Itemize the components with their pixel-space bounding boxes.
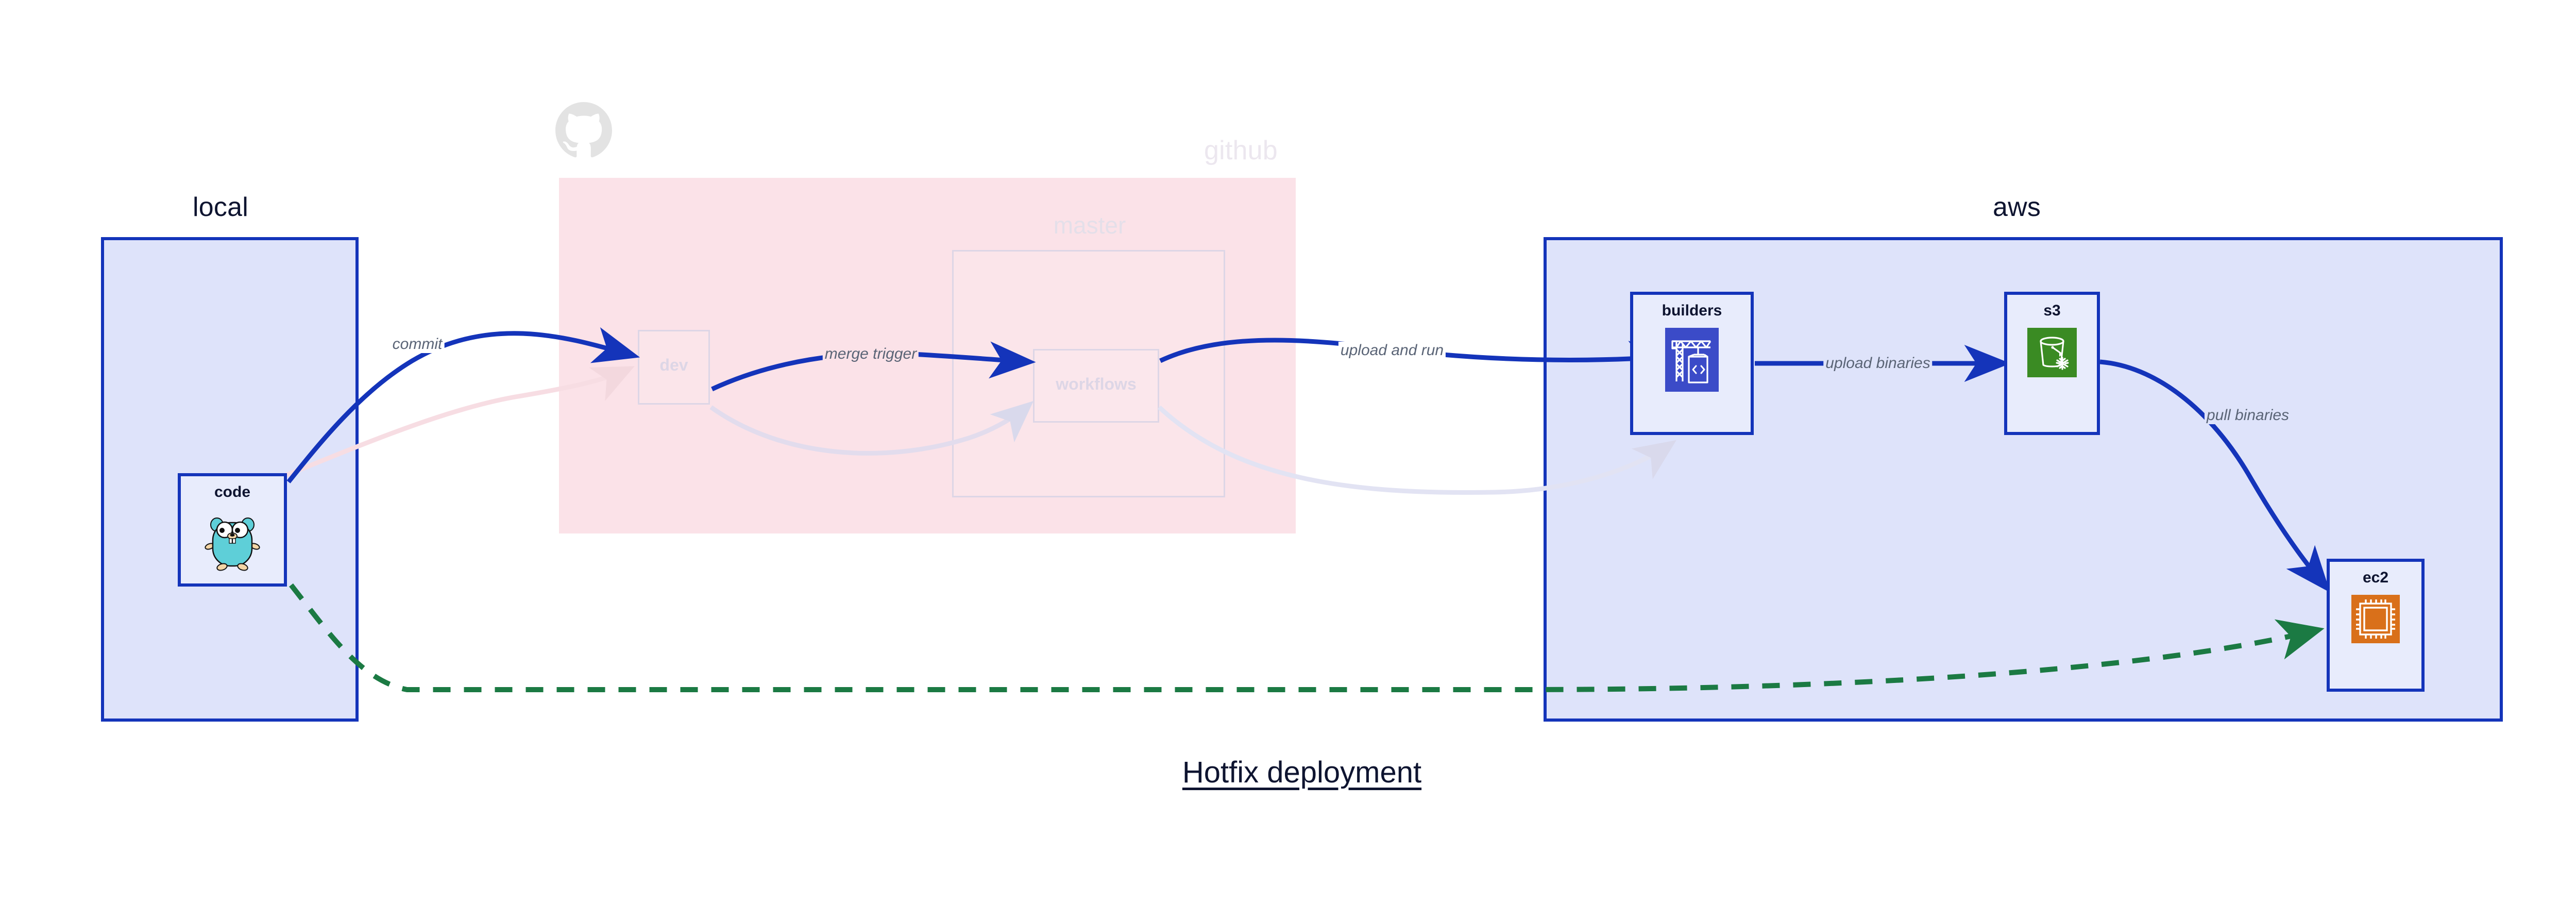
edge-label-upload-and-run: upload and run — [1338, 342, 1446, 359]
github-octocat-icon — [555, 102, 612, 159]
ghost-label-master: master — [1053, 212, 1126, 239]
node-code[interactable]: code — [178, 473, 287, 587]
node-s3-label: s3 — [2043, 302, 2061, 319]
node-ec2[interactable]: ec2 — [2327, 559, 2425, 692]
ghost-box-dev — [638, 330, 710, 405]
edge-label-merge-trigger: merge trigger — [822, 345, 919, 363]
node-builders[interactable]: builders — [1630, 292, 1754, 435]
node-s3[interactable]: s3 — [2004, 292, 2100, 435]
edge-label-upload-binaries: upload binaries — [1823, 355, 1933, 372]
node-ec2-label: ec2 — [2362, 569, 2389, 586]
edge-label-pull-binaries: pull binaries — [2204, 407, 2292, 424]
group-local-title: local — [193, 192, 248, 222]
node-code-label: code — [214, 483, 251, 500]
diagram-caption: Hotfix deployment — [1182, 756, 1422, 789]
ghost-label-workflows: workflows — [1056, 375, 1137, 393]
edge-label-commit: commit — [390, 336, 445, 353]
ghost-label-dev: dev — [659, 356, 688, 374]
ghost-box-workflows — [1033, 349, 1159, 423]
group-github-title: github — [1204, 136, 1278, 165]
aws-ec2-chip-icon — [2351, 595, 2400, 646]
aws-s3-glacier-icon — [2027, 328, 2077, 380]
group-aws-title: aws — [1993, 192, 2041, 222]
go-gopher-icon — [204, 509, 261, 575]
aws-codebuild-icon — [1665, 328, 1719, 394]
node-builders-label: builders — [1662, 302, 1722, 319]
